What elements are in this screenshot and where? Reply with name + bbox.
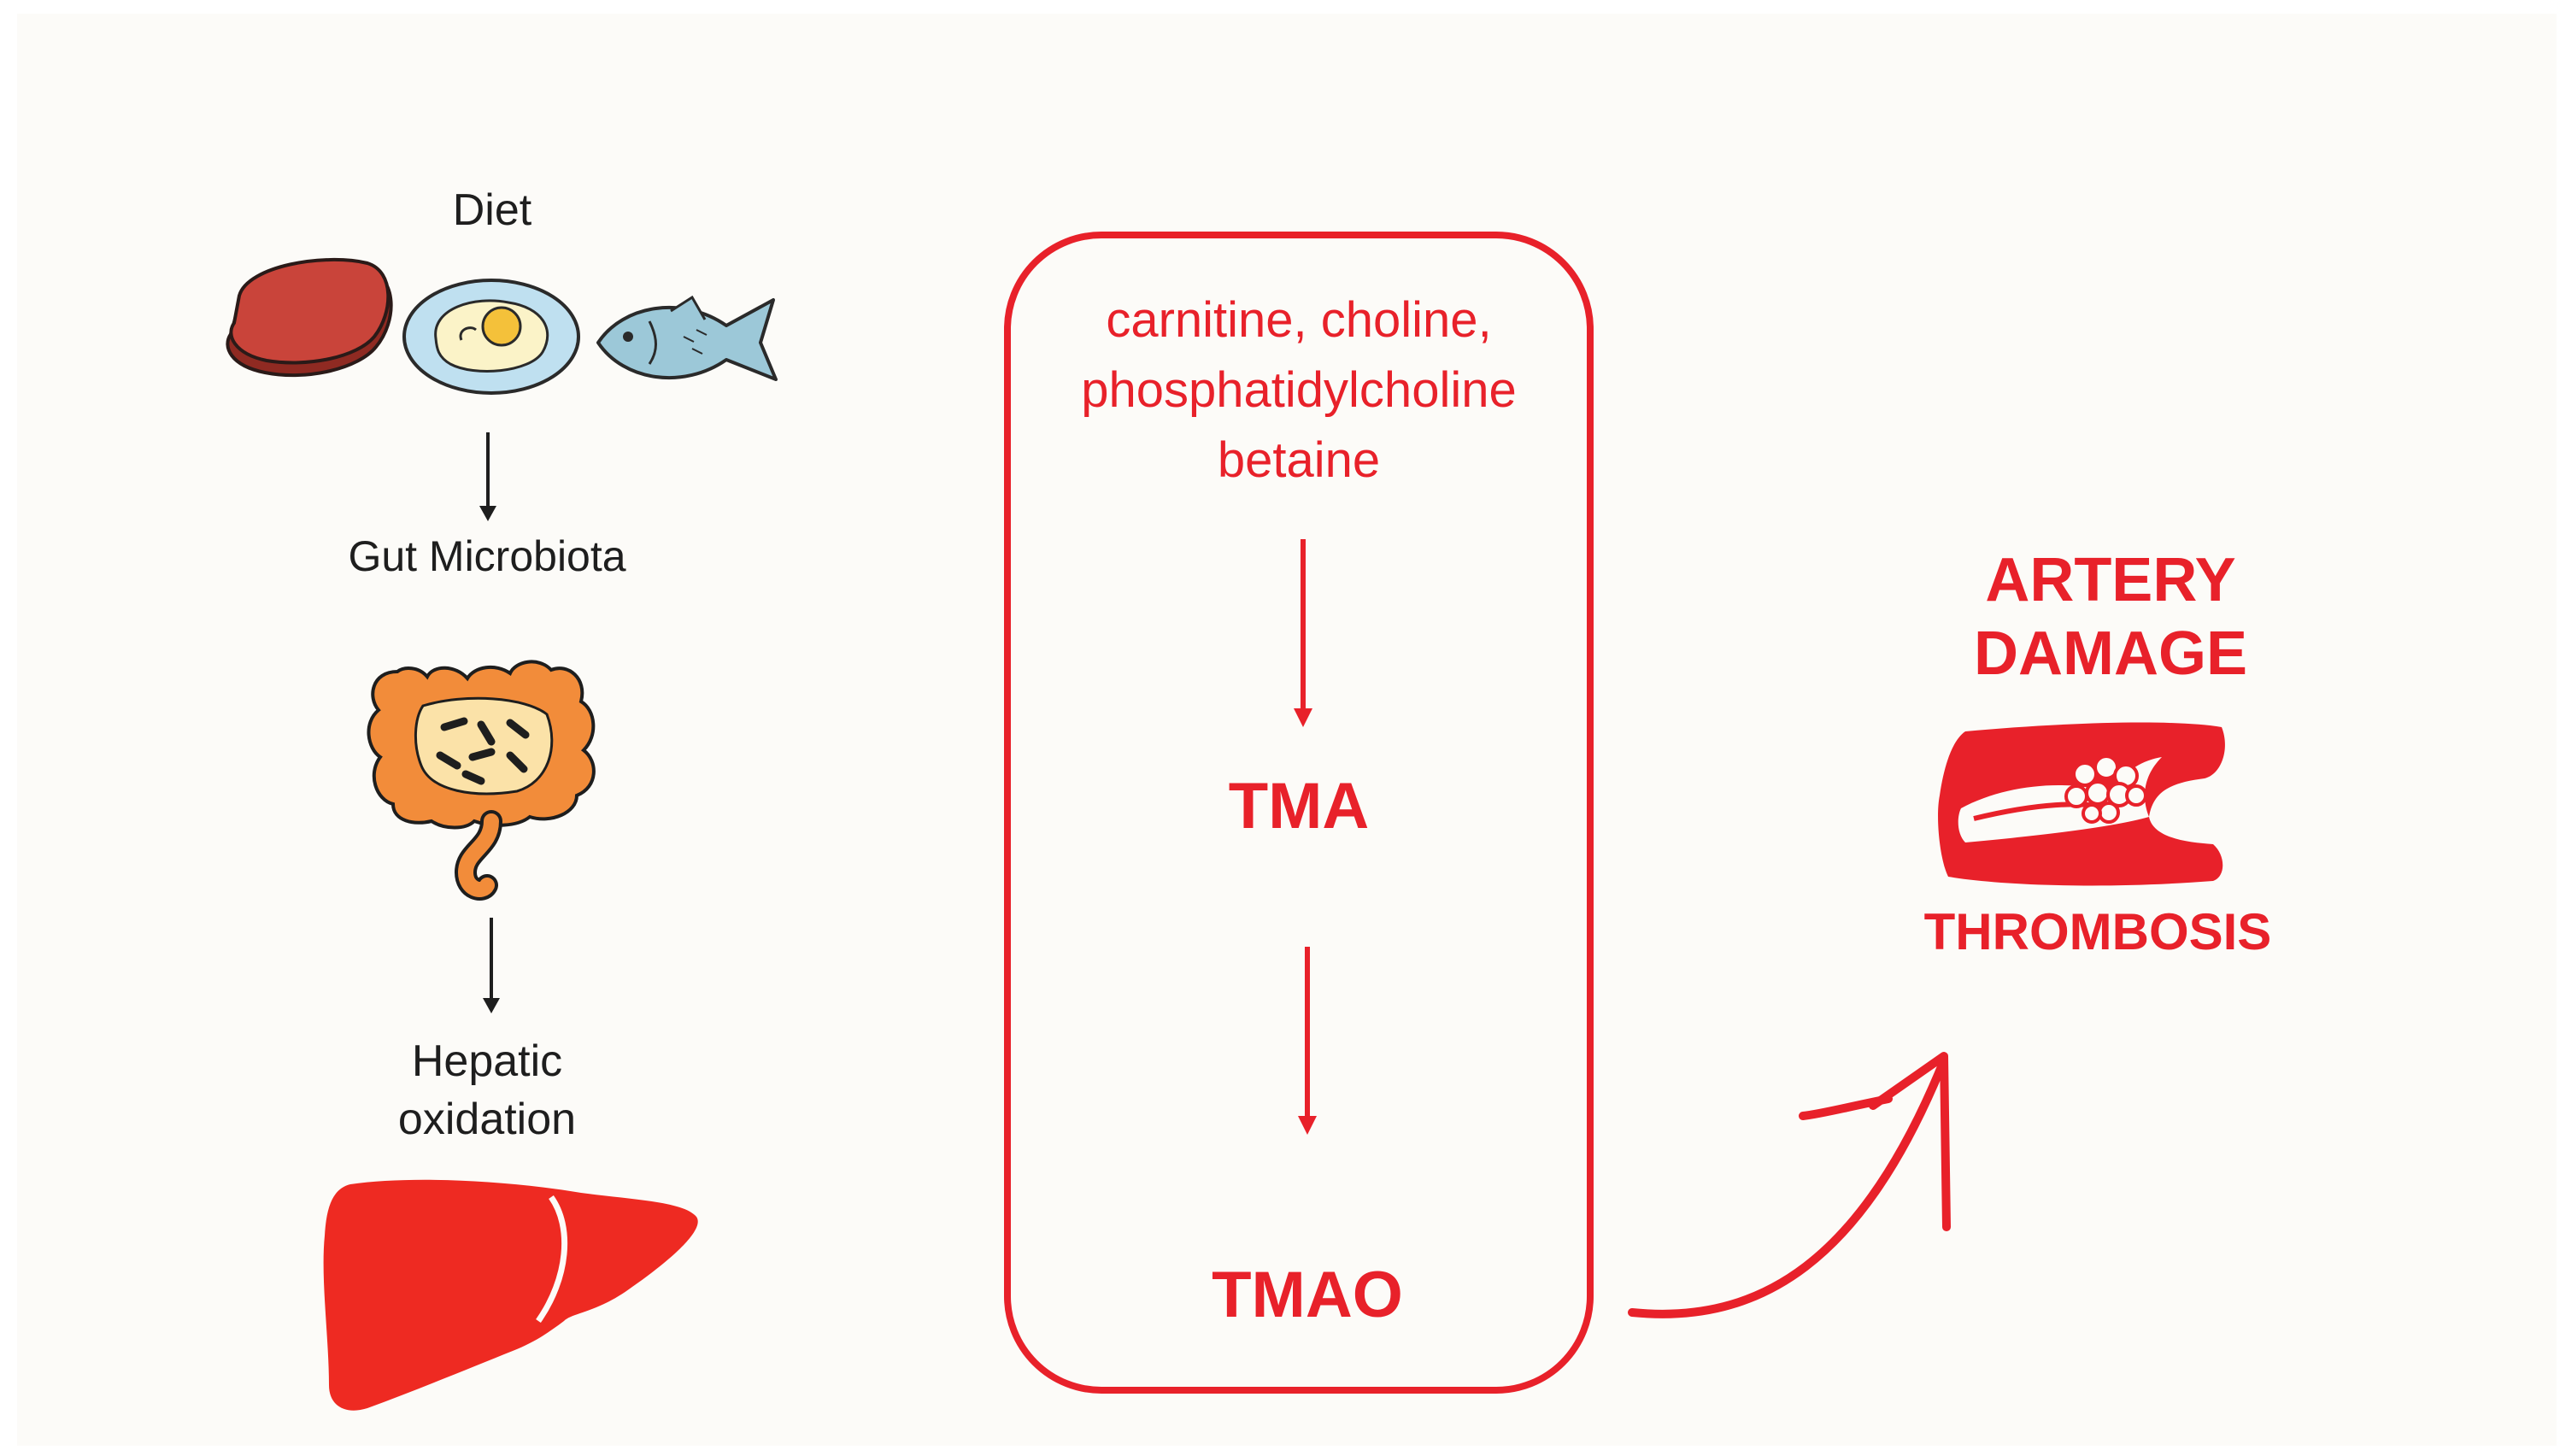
hepatic-oxidation-label: Hepatic oxidation: [333, 1032, 641, 1148]
diet-label: Diet: [452, 185, 532, 235]
precursor-line2: phosphatidylcholine: [1081, 362, 1517, 418]
tmao-label: TMAO: [1212, 1259, 1403, 1331]
precursor-line1: carnitine, choline,: [1106, 292, 1492, 348]
hepatic-line1: Hepatic: [411, 1036, 563, 1086]
steak-icon: [226, 257, 393, 378]
precursor-line3: betaine: [1217, 432, 1381, 488]
artery-damage-line2: DAMAGE: [1974, 619, 2247, 688]
precursors-label: carnitine, choline, phosphatidylcholine …: [1004, 285, 1594, 496]
arrow-diet-to-microbiota: [479, 432, 496, 521]
fish-icon: [596, 295, 778, 381]
liver-icon: [323, 1179, 698, 1411]
intestine-bacteria-icon: [367, 660, 596, 901]
gut-microbiota-label: Gut Microbiota: [348, 532, 626, 580]
diagram-canvas: Diet Gut Microbiota: [17, 14, 2557, 1446]
thrombosis-label: THROMBOSIS: [1923, 903, 2272, 960]
artery-damage-line1: ARTERY: [1985, 546, 2236, 614]
artery-damage-title: ARTERY DAMAGE: [1931, 543, 2290, 690]
tma-label: TMA: [1228, 770, 1370, 842]
artery-thrombus-icon: [1938, 722, 2225, 886]
arrow-tma-to-tmao: [1298, 947, 1317, 1135]
curved-arrow-to-outcome: [1628, 1052, 1951, 1318]
pathway-box-border: [1004, 232, 1594, 1394]
arrow-microbiota-to-hepatic: [483, 918, 500, 1013]
hepatic-line2: oxidation: [397, 1095, 577, 1144]
fried-egg-icon: [402, 279, 580, 395]
arrow-precursors-to-tma: [1294, 539, 1312, 727]
